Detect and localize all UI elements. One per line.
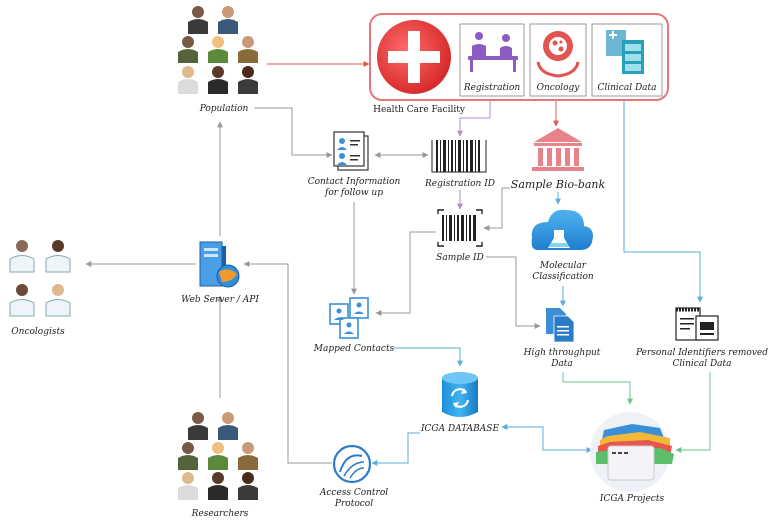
arrow-access-to-webserver (243, 261, 332, 464)
facility-title: Health Care Facility (373, 105, 466, 115)
population-group-icon (178, 6, 258, 94)
registration-icon (468, 32, 518, 72)
oncologists-group-icon (9, 240, 71, 317)
molecular-cloud-icon (531, 209, 593, 250)
registration-card-label: Registration (463, 83, 521, 93)
contact-label-line2: for follow up (324, 188, 383, 198)
biobank-label: Sample Bio-bank (511, 178, 606, 191)
mapped-contacts-label: Mapped Contacts (313, 344, 395, 354)
clinical-data-icon (606, 30, 644, 74)
personal-identifiers-label-line1: Personal Identifiers removed (635, 348, 768, 358)
researchers-label: Researchers (191, 509, 249, 519)
molecular-label-line2: Classification (532, 272, 594, 282)
connectors (85, 61, 711, 466)
access-control-label-line1: Access Control (319, 488, 388, 498)
icga-database-icon (442, 372, 478, 417)
biobank-icon (532, 128, 584, 171)
arrow-personal-to-projects (675, 372, 711, 453)
sample-id-label: Sample ID (436, 253, 484, 263)
registration-card: Registration (459, 23, 525, 97)
clinical-data-card: Clinical Data (591, 23, 663, 97)
arrow-sampleid-to-mapped (375, 231, 436, 316)
access-control-label-line2: Protocol (334, 499, 373, 509)
arrow-sampleid-to-hightp (486, 256, 541, 329)
registration-barcode-icon (431, 140, 487, 173)
arrow-database-to-access (371, 432, 420, 466)
registration-id-label: Registration ID (424, 179, 495, 189)
population-label: Population (199, 104, 249, 114)
oncology-icon (536, 31, 580, 78)
oncologists-label: Oncologists (11, 327, 65, 337)
high-throughput-label-line2: Data (550, 359, 573, 369)
red-cross-icon (377, 20, 451, 94)
arrow-clinical-to-personal (623, 100, 703, 303)
contact-card-icon (333, 131, 369, 171)
high-throughput-label-line1: High throughput (523, 348, 601, 358)
arrow-database-projects (501, 424, 593, 453)
web-server-label: Web Server / API (181, 295, 259, 305)
icga-projects-label: ICGA Projects (599, 494, 665, 504)
personal-identifiers-icon (675, 307, 719, 341)
molecular-label-line1: Molecular (539, 261, 587, 271)
access-control-icon (332, 444, 372, 484)
high-throughput-docs-icon (546, 308, 575, 343)
arrow-registration-to-id (457, 100, 491, 137)
contact-label-line1: Contact Information (308, 177, 401, 187)
researchers-group-icon (178, 412, 258, 500)
web-server-icon (199, 241, 240, 288)
oncology-card-label: Oncology (537, 83, 581, 93)
arrow-population-to-contact (254, 107, 333, 158)
icga-database-label: ICGA DATABASE (420, 424, 500, 434)
arrow-biobank-to-sampleid (483, 187, 510, 231)
icga-projects-icon (590, 412, 674, 492)
personal-identifiers-label-line2: Clinical Data (672, 359, 731, 369)
oncology-card: Oncology (529, 23, 587, 97)
health-care-facility: Registration Oncology (369, 13, 669, 115)
mapped-contacts-icon (329, 297, 369, 339)
clinical-data-card-label: Clinical Data (597, 83, 656, 93)
arrow-mapped-to-database (394, 347, 463, 367)
sample-barcode-icon (437, 209, 483, 247)
arrow-hightp-to-projects (562, 372, 633, 405)
